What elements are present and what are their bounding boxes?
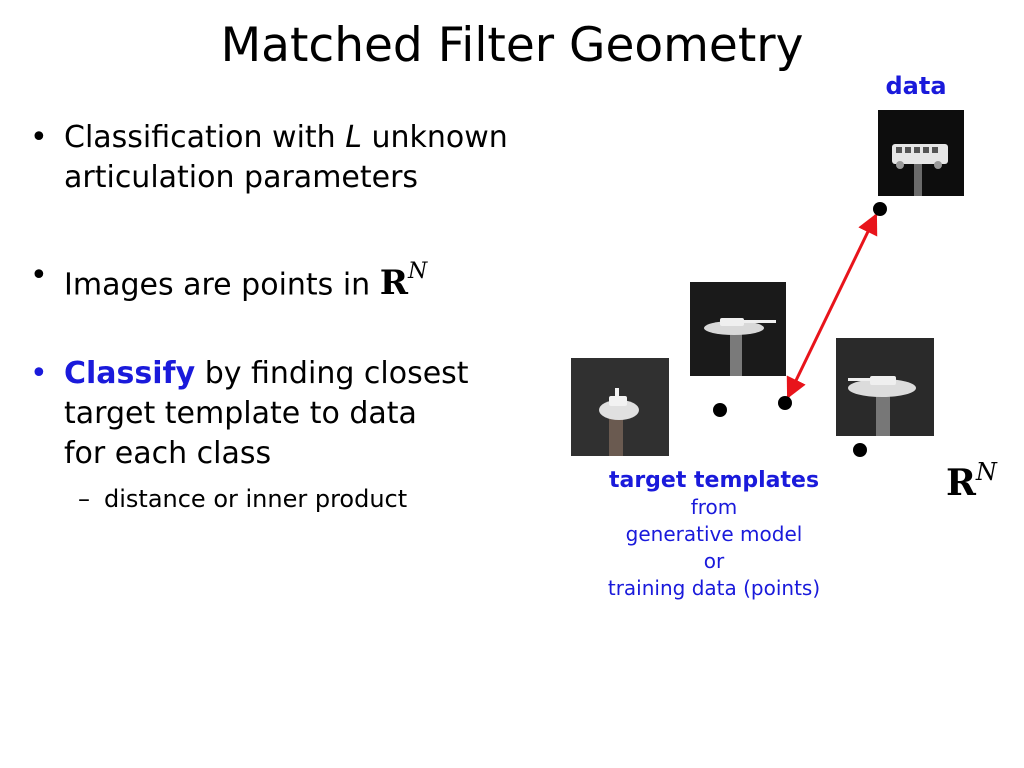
bullet-marker: • bbox=[30, 120, 48, 155]
tank-image-left bbox=[571, 358, 669, 456]
bullet-marker: • bbox=[30, 356, 48, 391]
label-line: generative model bbox=[625, 522, 803, 546]
data-point bbox=[873, 202, 887, 216]
slide-title: Matched Filter Geometry bbox=[220, 18, 804, 73]
template-point bbox=[713, 403, 727, 417]
sub-bullet-text: distance or inner product bbox=[104, 485, 408, 513]
label-line: from bbox=[690, 495, 738, 519]
classify-keyword: Classify bbox=[64, 356, 196, 391]
data-label: data bbox=[885, 72, 947, 100]
target-templates-label: target templates from generative model o… bbox=[574, 467, 854, 602]
tank-image-center bbox=[690, 282, 786, 376]
target-templates-heading: target templates bbox=[608, 468, 820, 493]
distance-arrow bbox=[786, 213, 878, 399]
template-point-closest bbox=[778, 396, 792, 410]
space-rn-label: RN bbox=[946, 458, 997, 504]
rn-symbol: RN bbox=[379, 259, 428, 304]
label-line: training data (points) bbox=[607, 576, 821, 600]
bus-image bbox=[878, 110, 964, 196]
bullet-marker: • bbox=[30, 258, 48, 293]
sub-bullet-marker: – bbox=[78, 485, 90, 513]
bullet-text: Images are points in RN bbox=[64, 259, 428, 304]
template-point bbox=[853, 443, 867, 457]
variable-l: L bbox=[345, 120, 362, 155]
label-line: or bbox=[703, 549, 725, 573]
